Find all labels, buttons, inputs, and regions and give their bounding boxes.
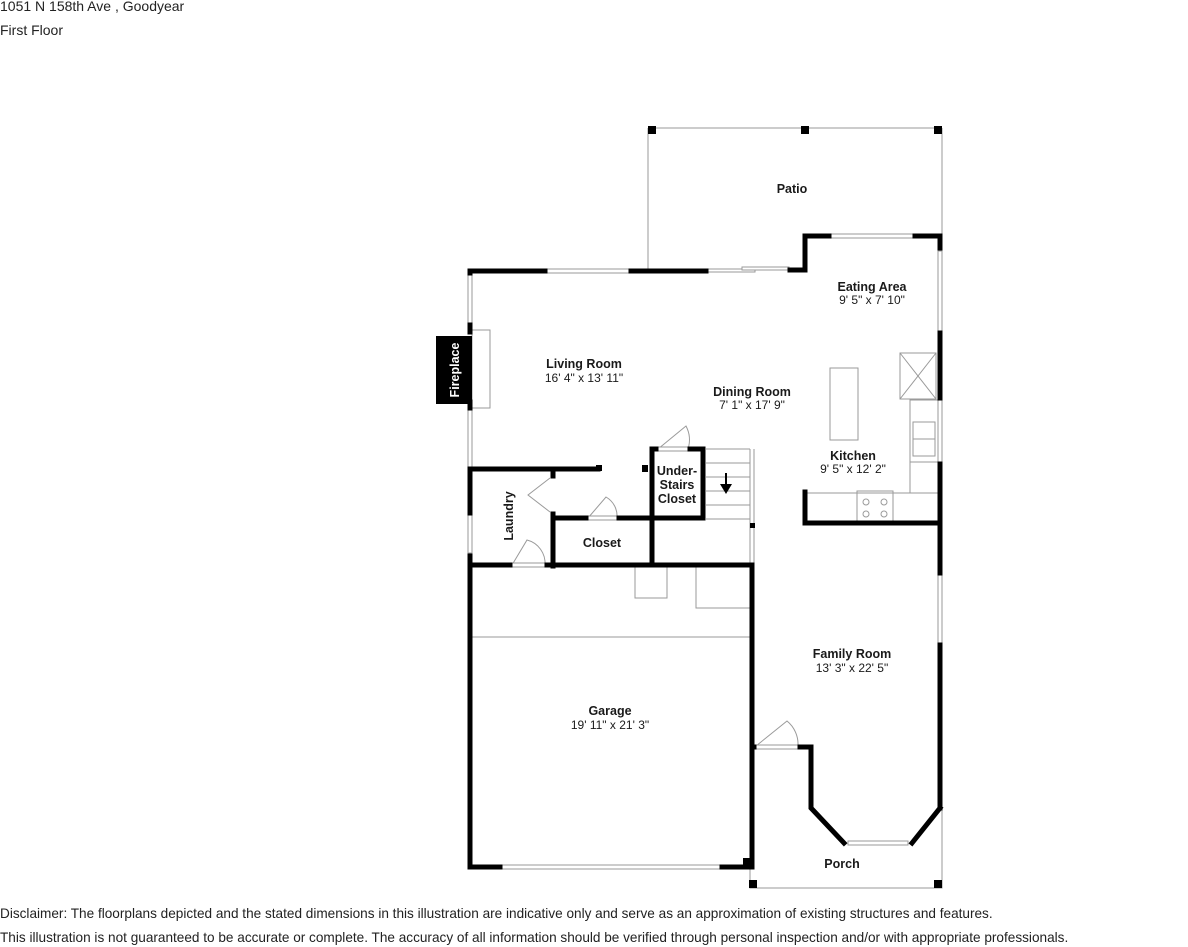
patio-label: Patio <box>777 182 808 196</box>
porch-label: Porch <box>824 857 859 871</box>
wall-stub <box>642 465 648 472</box>
garage-label: Garage <box>588 704 631 718</box>
wall-stub <box>596 465 602 471</box>
columns <box>648 126 942 888</box>
eating-area-label: Eating Area <box>837 280 907 294</box>
stair-direction-arrow-icon <box>720 473 732 494</box>
under-stairs-label-1: Under- <box>657 464 697 478</box>
under-stairs-label-3: Closet <box>658 492 697 506</box>
property-address: 1051 N 158th Ave , Goodyear <box>0 0 185 14</box>
under-stairs-label-2: Stairs <box>660 478 695 492</box>
walls <box>467 233 944 870</box>
living-room-label: Living Room <box>546 357 622 371</box>
eating-area-dims: 9' 5" x 7' 10" <box>839 293 905 307</box>
garage-dims: 19' 11" x 21' 3" <box>571 718 649 732</box>
family-room-dims: 13' 3" x 22' 5" <box>816 661 888 675</box>
dining-room-dims: 7' 1" x 17' 9" <box>719 398 785 412</box>
disclaimer-line-1: Disclaimer: The floorplans depicted and … <box>0 906 993 921</box>
fireplace-block <box>436 336 472 404</box>
fireplace-label: Fireplace <box>448 343 462 398</box>
kitchen-label: Kitchen <box>830 449 876 463</box>
floor-label: First Floor <box>0 22 63 38</box>
wall-corner <box>743 858 753 868</box>
kitchen-dims: 9' 5" x 12' 2" <box>820 462 886 476</box>
disclaimer-line-2: This illustration is not guaranteed to b… <box>0 930 1069 945</box>
laundry-label: Laundry <box>502 491 516 540</box>
closet-label: Closet <box>583 536 622 550</box>
wall-stub <box>750 523 755 528</box>
dining-room-label: Dining Room <box>713 385 791 399</box>
living-room-dims: 16' 4" x 13' 11" <box>545 371 623 385</box>
thin-lines <box>467 127 943 889</box>
family-room-label: Family Room <box>813 647 892 661</box>
